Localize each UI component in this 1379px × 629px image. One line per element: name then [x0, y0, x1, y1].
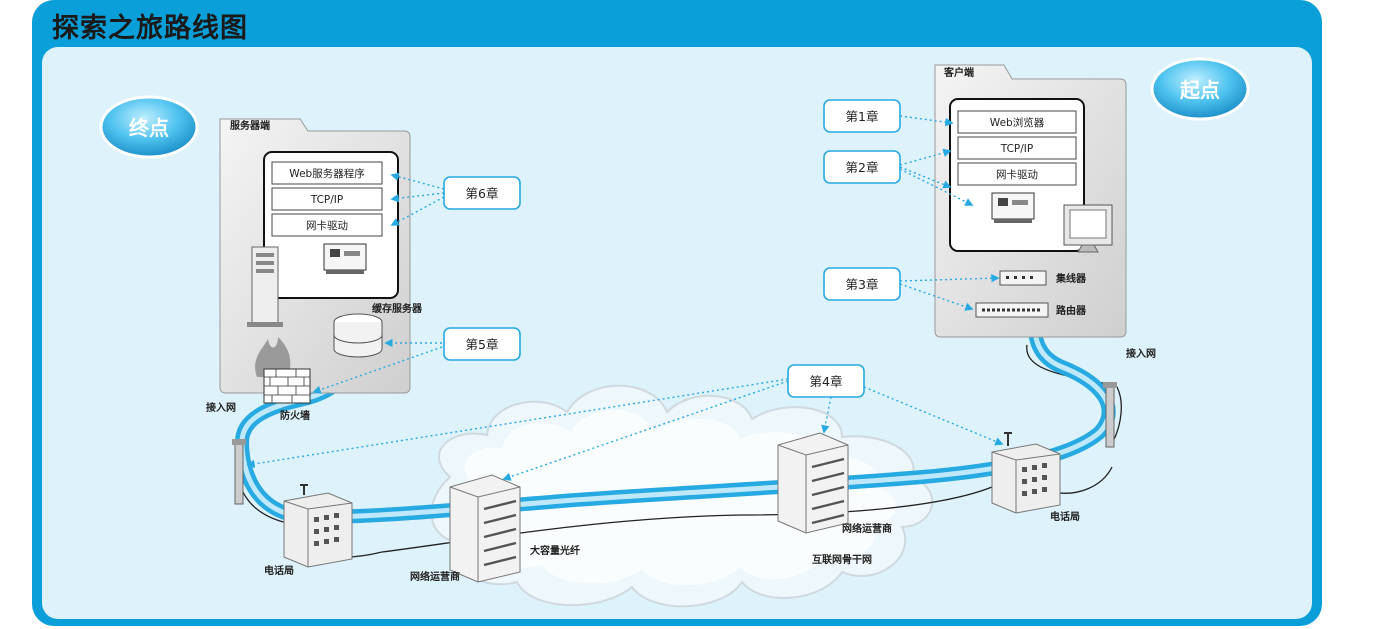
server-access-pole-icon [232, 439, 246, 505]
hub-label: 集线器 [1055, 272, 1087, 285]
fiber-label: 大容量光纤 [530, 544, 580, 557]
server-nic-card-icon [323, 243, 367, 274]
client-layer-nic-driver: 网卡驱动 [996, 168, 1038, 181]
client-layer-browser: Web浏览器 [990, 116, 1045, 129]
server-side-label: 服务器端 [230, 119, 270, 132]
route-diagram: 服务器端 Web服务器程序 TCP/IP 网卡驱动 缓存服务器 [99, 57, 1250, 608]
server-layer-tcpip: TCP/IP [310, 194, 343, 206]
chapter-box-4: 第4章 [787, 364, 865, 398]
server-layer-nic-driver: 网卡驱动 [306, 219, 348, 232]
client-access-pole-icon [1103, 382, 1117, 448]
server-side: 服务器端 Web服务器程序 TCP/IP 网卡驱动 缓存服务器 [219, 118, 423, 394]
chapter-box-3: 第3章 [823, 267, 901, 301]
server-isp-label: 网络运营商 [410, 570, 460, 583]
svg-text:第2章: 第2章 [846, 160, 879, 175]
svg-text:起点: 起点 [1179, 78, 1220, 102]
chapter-box-5: 第5章 [443, 327, 521, 361]
hub-icon [999, 270, 1047, 286]
svg-text:第4章: 第4章 [810, 374, 843, 389]
cache-server-icon [333, 313, 383, 358]
router-icon [975, 302, 1049, 318]
server-access-label: 接入网 [206, 401, 236, 414]
firewall-label: 防火墙 [280, 409, 310, 422]
chapter-box-6: 第6章 [443, 176, 521, 210]
backbone-label: 互联网骨干网 [812, 553, 872, 566]
chapter-box-1: 第1章 [823, 99, 901, 133]
end-point-bubble: 终点 [99, 95, 199, 159]
server-layer-web-server: Web服务器程序 [289, 167, 364, 180]
server-isp-building-icon [449, 474, 521, 583]
svg-text:第1章: 第1章 [846, 109, 879, 124]
svg-text:第3章: 第3章 [846, 277, 879, 292]
client-nic-card-icon [991, 192, 1035, 223]
svg-text:第6章: 第6章 [466, 186, 499, 201]
client-access-label: 接入网 [1126, 347, 1156, 360]
client-layer-tcpip: TCP/IP [1000, 143, 1033, 155]
svg-text:第5章: 第5章 [466, 337, 499, 352]
server-tower-icon [247, 246, 283, 327]
start-point-bubble: 起点 [1150, 57, 1250, 121]
backbone-isp-building-icon [777, 432, 849, 534]
server-phone-office-label: 电话局 [264, 564, 294, 577]
server-phone-office-icon [283, 484, 353, 568]
router-label: 路由器 [1056, 304, 1087, 317]
diagram-panel: 服务器端 Web服务器程序 TCP/IP 网卡驱动 缓存服务器 [42, 47, 1312, 619]
cache-server-label: 缓存服务器 [371, 302, 423, 315]
client-side-label: 客户端 [943, 66, 974, 79]
client-phone-office-label: 电话局 [1050, 510, 1080, 523]
backbone-isp-label: 网络运营商 [842, 522, 892, 535]
chapter-box-2: 第2章 [823, 150, 901, 184]
firewall-icon [255, 337, 311, 404]
client-phone-office-icon [991, 432, 1061, 514]
monitor-icon [1063, 204, 1113, 253]
page-title: 探索之旅路线图 [52, 13, 248, 44]
chapter-connectors [246, 115, 1004, 481]
client-side: 客户端 Web浏览器 TCP/IP 网卡驱动 集线器 路由器 [934, 64, 1127, 338]
svg-text:终点: 终点 [129, 116, 169, 140]
